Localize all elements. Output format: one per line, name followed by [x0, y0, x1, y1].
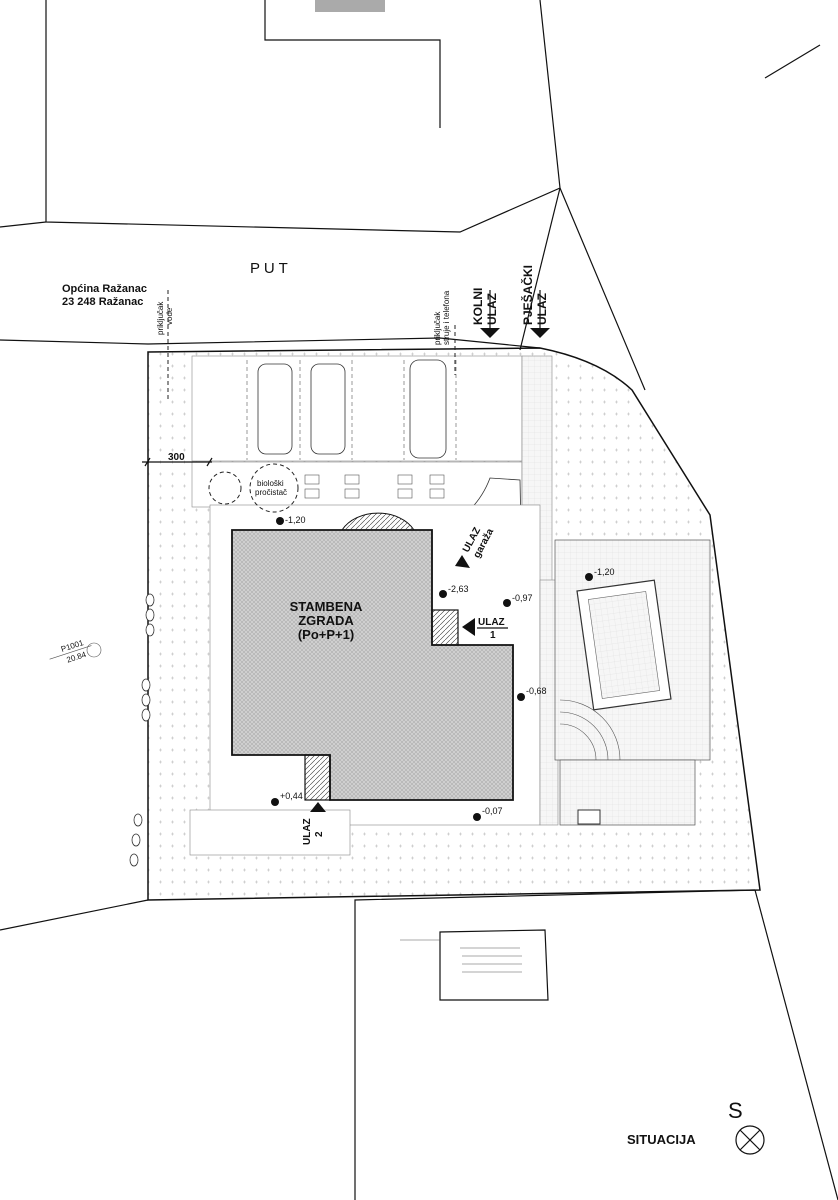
drawing-title: SITUACIJA — [627, 1132, 696, 1147]
entry1-stair — [431, 609, 459, 646]
trees — [129, 593, 155, 867]
parcel-area: 20.84 — [65, 650, 87, 665]
biological-filter — [249, 463, 299, 513]
owner-name: Općina Ražanac — [62, 283, 147, 295]
pedestrian-entrance-label: PJEŠAČKI — [520, 265, 535, 325]
cars — [257, 359, 447, 459]
power-connection-label: priključak — [433, 311, 442, 345]
elevation-label: -0,07 — [482, 806, 503, 816]
pedestrian-entrance-arrow — [530, 328, 550, 338]
vehicle-entrance-label: KOLNI — [471, 288, 485, 325]
vehicle-entrance-arrow — [480, 328, 500, 338]
septic-tank — [208, 471, 242, 505]
courtyard — [191, 461, 523, 508]
parking-spaces — [246, 360, 457, 460]
entry2-label: ULAZ — [302, 818, 313, 845]
owner-address: 23 248 Ražanac — [62, 296, 143, 308]
entry1-label: ULAZ — [478, 617, 505, 628]
garage-entrance-arrow — [455, 555, 470, 568]
elevation-label: -2,63 — [448, 584, 469, 594]
elevation-label: +0,44 — [280, 791, 303, 801]
building-label: STAMBENA — [290, 599, 363, 614]
water-connection-label-2: vode — [165, 307, 174, 325]
elevation-markers — [271, 517, 593, 821]
building-footprint — [231, 529, 514, 801]
elevation-label: -0,97 — [512, 593, 533, 603]
power-connection-label-2: struje i telefona — [442, 290, 451, 345]
dimension-label: 300 — [168, 452, 185, 463]
elevation-label: -1,20 — [285, 515, 306, 525]
septic-label: biološki — [257, 479, 284, 488]
building-label-2: ZGRADA — [298, 613, 354, 628]
entry2-arrow — [310, 802, 326, 812]
orientation-letter: S — [728, 1098, 743, 1123]
entry1-arrow — [462, 618, 475, 636]
elevation-label: -0,68 — [526, 686, 547, 696]
parking-area — [191, 355, 523, 462]
entry2-stair — [304, 754, 331, 801]
orientation-symbol-icon — [735, 1125, 765, 1155]
pedestrian-entrance-label-2: ULAZ — [535, 293, 549, 325]
elevation-label: -1,20 — [594, 567, 615, 577]
water-connection-label: priključak — [156, 301, 165, 335]
entry2-number: 2 — [314, 831, 325, 837]
entry1-number: 1 — [490, 630, 496, 641]
road-label: P U T — [250, 260, 288, 277]
planters — [304, 474, 445, 499]
vehicle-entrance-label-2: ULAZ — [485, 293, 499, 325]
building-floors: (Po+P+1) — [298, 627, 354, 642]
septic-label-2: pročistač — [255, 488, 287, 497]
